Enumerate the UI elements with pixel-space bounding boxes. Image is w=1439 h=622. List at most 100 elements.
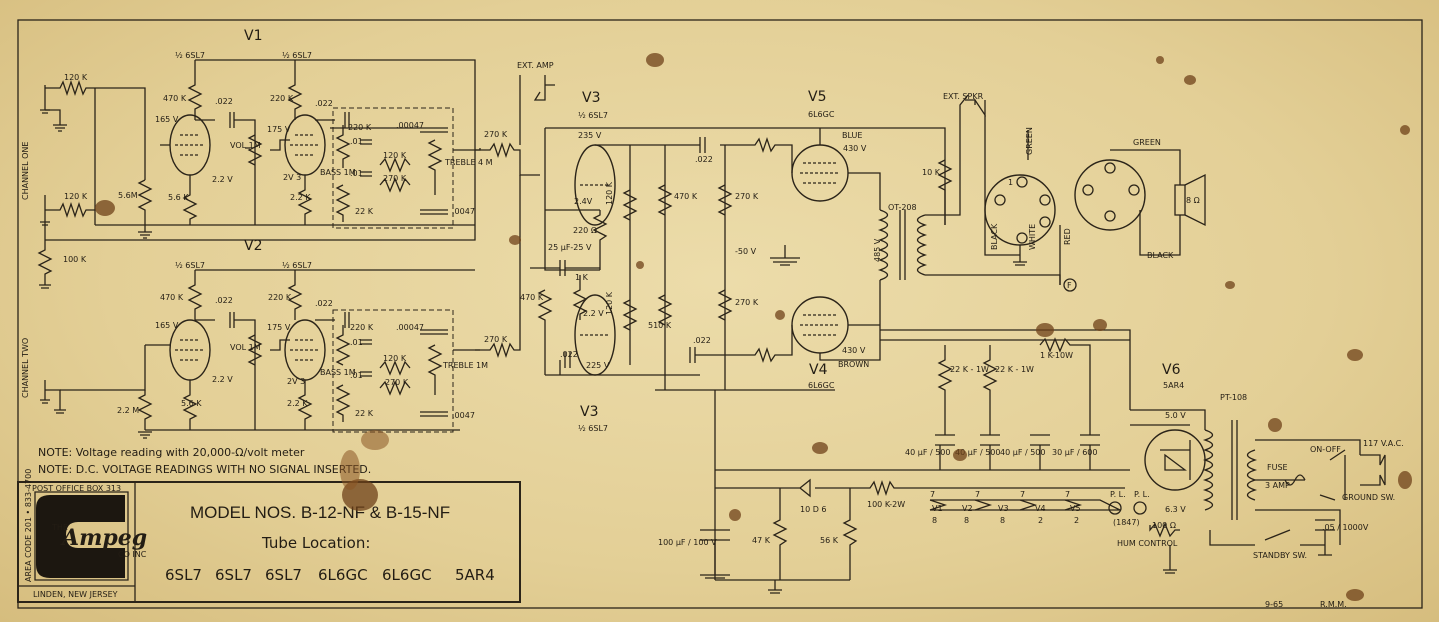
v1-r22k: 22 K xyxy=(355,207,374,216)
ampeg-logo xyxy=(36,495,125,578)
standby-label: STANDBY SW. xyxy=(1253,551,1307,560)
logo-the: THE xyxy=(51,523,68,532)
paper-stains xyxy=(95,53,1412,601)
mix-resistor-1 xyxy=(475,141,540,176)
v3-2-2v: 2.2 V xyxy=(583,309,604,318)
brand-name: Ampeg xyxy=(60,525,147,551)
v4-type: 6L6GC xyxy=(808,381,835,390)
tube-location-2: 6SL7 xyxy=(215,566,252,584)
area-code: AREA CODE 201 • 833-4700 xyxy=(24,469,33,582)
ps-r22k-1: 22 K - 1W xyxy=(950,365,989,374)
v2-stage xyxy=(145,269,480,433)
v1-r2-2k: 2.2 K xyxy=(290,193,311,202)
v4-430v: 430 V xyxy=(842,346,866,355)
red-label: RED xyxy=(1063,228,1072,245)
v3-c25uf: 25 µF-25 V xyxy=(548,243,592,252)
pl-number: (1847) xyxy=(1113,518,1140,527)
v1-r120k-tone: 120 K xyxy=(383,151,407,160)
ps-r22k-2: 22 K - 1W xyxy=(995,365,1034,374)
v2-treble: TREBLE 1M xyxy=(442,361,488,370)
v2-c022-b: .022 xyxy=(315,299,333,308)
channel-two-label: CHANNEL TWO xyxy=(21,338,30,398)
black-label-2: BLACK xyxy=(1147,251,1174,260)
r120k-label-2: 120 K xyxy=(64,192,88,201)
r5-6m-label: 5.6M xyxy=(118,191,138,200)
v3-c022-out-a: .022 xyxy=(695,155,713,164)
tube-location-1: 6SL7 xyxy=(165,566,202,584)
channel-one-label: CHANNEL ONE xyxy=(21,142,30,200)
v2a-type: ½ 6SL7 xyxy=(175,261,205,270)
ext-amp-label: EXT. AMP xyxy=(517,61,554,70)
ps-6-3v: 6.3 V xyxy=(1165,505,1186,514)
v1-c022-b: .022 xyxy=(315,99,333,108)
tube-location-heading: Tube Location: xyxy=(261,534,370,552)
speaker-8ohm: 8 Ω xyxy=(1186,196,1200,205)
heater-pin-v3: 8 xyxy=(1000,516,1005,525)
v3-stage xyxy=(530,127,946,391)
v1-165v: 165 V xyxy=(155,115,179,124)
v6-label: V6 xyxy=(1162,362,1181,378)
tube-location-6: 5AR4 xyxy=(455,566,495,584)
mix-r270k-2: 270 K xyxy=(484,335,508,344)
v2-r22k: 22 K xyxy=(355,409,374,418)
v2-c00047: .00047 xyxy=(396,323,424,332)
v2-r5-6k: 5.6 K xyxy=(181,399,202,408)
v2-2-2v: 2.2 V xyxy=(212,375,233,384)
c05-label: .05 / 1000V xyxy=(1322,523,1369,532)
v5-type: 6L6GC xyxy=(808,110,835,119)
sheet-border xyxy=(17,19,1423,609)
pl-label-2: P. L. xyxy=(1134,490,1150,499)
heater-pin-v2: 8 xyxy=(964,516,969,525)
socket-pin-label: 1 xyxy=(1008,178,1013,187)
r100k-label: 100 K xyxy=(63,255,87,264)
v2-r220k: 220 K xyxy=(268,293,292,302)
heater-pin7-4: 7 xyxy=(1065,490,1070,499)
v3-c022: .022 xyxy=(560,350,578,359)
green-label-1: GREEN xyxy=(1025,127,1034,155)
v2-bass: BASS 1M xyxy=(320,368,356,377)
r2-2m-label: 2.2 M xyxy=(117,406,139,415)
title-box xyxy=(17,481,521,603)
v3-c022-out-b: .022 xyxy=(693,336,711,345)
v1b-type: ½ 6SL7 xyxy=(282,51,312,60)
v2-r270k-tone: 270 K xyxy=(385,378,409,387)
v5-blue: BLUE xyxy=(842,131,862,140)
mix-resistor-2 xyxy=(475,175,521,359)
v6-type: 5AR4 xyxy=(1163,381,1184,390)
r10k-label: 10 K xyxy=(922,168,941,177)
heater-v5: V5 xyxy=(1070,504,1081,513)
v4-brown: BROWN xyxy=(838,360,869,369)
heater-pin-v1: 8 xyxy=(932,516,937,525)
v4-label: V4 xyxy=(809,362,828,378)
tube-location-3: 6SL7 xyxy=(265,566,302,584)
c100uf-label: 100 µF / 100 V xyxy=(658,538,717,547)
v2-r470k: 470 K xyxy=(160,293,184,302)
v1-c00047: .00047 xyxy=(396,121,424,130)
model-numbers: MODEL NOS. B-12-NF & B-15-NF xyxy=(190,503,450,522)
v2-2v3: 2V 3 xyxy=(287,377,305,386)
v3-r270k-a: 270 K xyxy=(735,192,759,201)
v3-top-label: V3 xyxy=(582,90,600,106)
v1-r220k-tone: 220 K xyxy=(348,123,372,132)
heater-v4: V4 xyxy=(1035,504,1046,513)
ps-c40-2: 40 µF / 500 xyxy=(955,448,1000,457)
ps-c40-3: 40 µF / 500 xyxy=(1000,448,1045,457)
v2-c01-b: .01 xyxy=(350,371,363,380)
note-voltage: NOTE: Voltage reading with 20,000-Ω/volt… xyxy=(38,446,305,459)
v485-label: 485 V xyxy=(873,238,882,262)
v3-r470k: 470 K xyxy=(520,293,544,302)
vac-label: 117 V.A.C. xyxy=(1363,439,1404,448)
v1-stage xyxy=(45,59,481,241)
v3-r120k-b: 120 K xyxy=(605,291,614,315)
drawing-initials: R.M.M. xyxy=(1320,600,1347,609)
v1-175v: 175 V xyxy=(267,125,291,134)
white-label: WHITE xyxy=(1028,224,1037,250)
onoff-label: ON-OFF xyxy=(1310,445,1341,454)
v3-235v: 235 V xyxy=(578,131,602,140)
heater-chain xyxy=(929,499,1083,511)
v1-2v3: 2V 3 xyxy=(283,173,301,182)
v3-neg50: -50 V xyxy=(735,247,757,256)
heater-v1: V1 xyxy=(932,504,943,513)
